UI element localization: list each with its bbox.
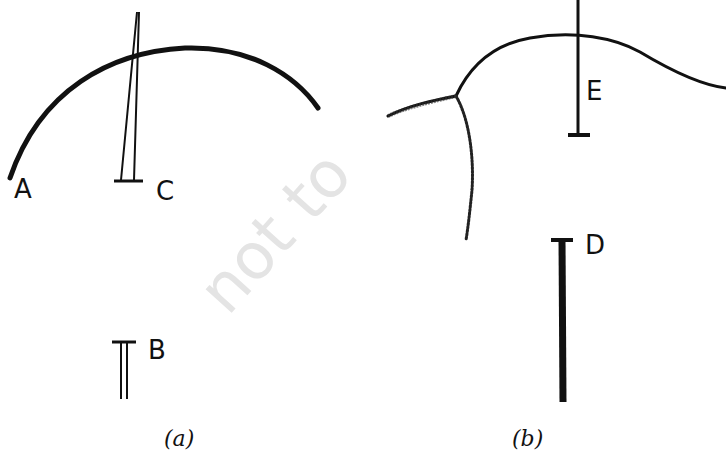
- point-label: E: [586, 78, 602, 104]
- curved-surface-b: [388, 35, 726, 116]
- point-label: B: [148, 337, 166, 363]
- pin-d: [562, 240, 563, 402]
- pin-e-head: [568, 133, 590, 137]
- point-label: D: [585, 232, 605, 258]
- pin-b-head: [112, 341, 136, 344]
- pin-b: [121, 342, 127, 399]
- rough-edge: [456, 96, 472, 240]
- curved-surface: [10, 48, 318, 178]
- rough-edge-left: [388, 96, 456, 116]
- pin-c-head: [114, 180, 143, 183]
- subfigure-label: (a): [164, 428, 194, 450]
- pin-e: [577, 0, 580, 134]
- watermark: not to: [188, 140, 362, 324]
- point-label: C: [156, 178, 174, 204]
- subfigure-label: (b): [512, 428, 543, 450]
- pin-c: [121, 12, 139, 180]
- pin-d-head: [551, 238, 573, 242]
- point-label: A: [14, 176, 32, 202]
